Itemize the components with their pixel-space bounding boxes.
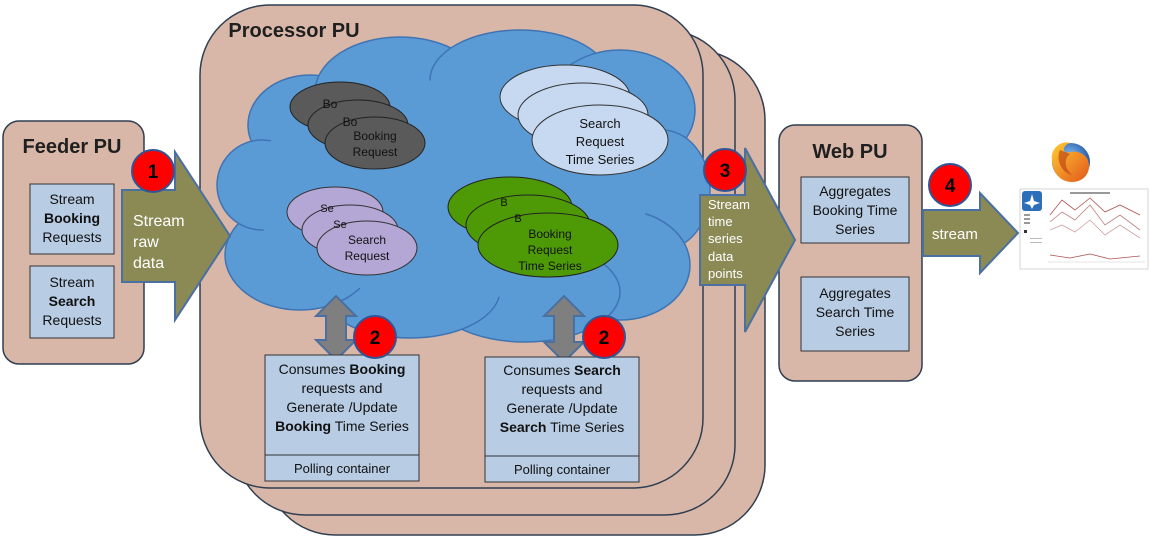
booking-stack-back-label: Bo (343, 115, 358, 129)
consumer-line: Time Series (546, 419, 625, 435)
badge-1-label: 1 (148, 162, 159, 183)
polling-booking-text: Polling container (265, 459, 419, 478)
box-line-bold: Search (48, 293, 96, 309)
badge-3: 3 (703, 148, 747, 192)
aggregates-line: Series (835, 323, 875, 339)
polling-container-booking (264, 454, 420, 482)
polling-search-text: Polling container (485, 460, 639, 479)
consumer-line: Consumes (278, 361, 350, 377)
search-stack-back-label: Se (333, 219, 346, 231)
booking-stack-back-label: Bo (323, 97, 338, 111)
arrow-stream-raw-data (121, 148, 232, 324)
polling-label: Polling container (513, 462, 611, 477)
badge-2-search-label: 2 (599, 328, 610, 349)
box-line: Requests (42, 229, 102, 245)
processor-pu: Processor PU Bo Bo Booking Request (199, 4, 766, 536)
arrow4-label: stream (932, 226, 978, 243)
stream-search-box (29, 265, 115, 339)
consumer-line: Consumes (503, 362, 575, 378)
box-line: Requests (42, 312, 102, 328)
badge-4-label: 4 (945, 176, 956, 197)
booking-stack-label: Request (353, 145, 398, 159)
consumer-line: requests and (521, 381, 603, 397)
chart-thumbnail (1019, 188, 1149, 270)
consume-booking-box (264, 354, 420, 456)
booking-ts-back-label: B (514, 213, 521, 225)
search-ts-label: Time Series (566, 152, 635, 167)
consumer-line: Generate /Update (286, 399, 398, 415)
booking-stack-label: Booking (353, 129, 396, 143)
arrow3-label-1: Stream (708, 197, 750, 212)
aggregates-search-box (800, 276, 910, 352)
arrow-stream-web (922, 190, 1020, 276)
consume-booking-text: Consumes Booking requests and Generate /… (265, 360, 419, 436)
aggregates-line: Booking Time (812, 202, 898, 218)
aggregates-line: Search Time (815, 304, 895, 320)
aggregates-booking-text: Aggregates Booking Time Series (801, 182, 909, 239)
booking-ts-label: Request (528, 243, 573, 257)
arrow1-label-3: data (133, 255, 164, 272)
booking-ts-label: Booking (528, 227, 571, 241)
badge-2-search: 2 (582, 315, 626, 359)
search-ts-label: Request (576, 134, 625, 149)
consume-search-box (484, 356, 640, 457)
aggregates-search-text: Aggregates Search Time Series (801, 284, 909, 341)
arrow3-label-4: data (708, 249, 734, 264)
booking-request-stack (289, 81, 426, 170)
consumer-line-bold: Booking (275, 418, 332, 434)
search-stack-back-label: Se (320, 203, 333, 215)
badge-1: 1 (131, 149, 175, 193)
firefox-icon (1051, 142, 1090, 182)
booking-timeseries-stack (447, 176, 619, 278)
arrow3-label-2: time (708, 214, 733, 229)
search-request-stack (286, 186, 418, 276)
booking-ts-back-label: B (500, 197, 507, 209)
consumer-line-bold: Search (574, 362, 621, 378)
box-line: Stream (49, 274, 95, 290)
box-line: Stream (49, 191, 95, 207)
consumer-line-bold: Booking (349, 361, 406, 377)
stream-search-text: Stream Search Requests (30, 273, 114, 330)
badge-2-booking-label: 2 (370, 328, 381, 349)
aggregates-booking-box (800, 176, 910, 244)
data-grid-cloud (216, 29, 711, 343)
feeder-pu: Feeder PU (2, 120, 145, 365)
web-pu: Web PU (778, 124, 923, 382)
consumer-line: Time Series (331, 418, 409, 434)
search-stack-label: Search (348, 233, 386, 247)
search-timeseries-stack (499, 64, 669, 176)
processor-pu-title: Processor PU (228, 20, 359, 42)
box-line-bold: Booking (44, 210, 100, 226)
arrow1-label-2: raw (133, 234, 159, 251)
arrow-stream-timeseries (699, 147, 797, 333)
aggregates-line: Aggregates (819, 183, 891, 199)
consumer-line: Generate /Update (506, 400, 618, 416)
badge-3-label: 3 (720, 161, 731, 182)
polling-container-search (484, 455, 640, 483)
aggregates-line: Aggregates (819, 285, 891, 301)
consume-search-text: Consumes Search requests and Generate /U… (485, 361, 639, 437)
badge-4: 4 (928, 163, 972, 207)
polling-label: Polling container (293, 461, 391, 476)
search-stack-label: Request (345, 249, 390, 263)
search-ts-label: Search (579, 116, 620, 131)
web-pu-title: Web PU (812, 141, 887, 163)
booking-ts-label: Time Series (518, 259, 582, 273)
arrow3-label-5: points (708, 266, 743, 281)
stream-booking-box (29, 183, 115, 255)
aggregates-line: Series (835, 221, 875, 237)
feeder-pu-title: Feeder PU (23, 136, 122, 158)
badge-2-booking: 2 (353, 315, 397, 359)
consumer-line-bold: Search (499, 419, 547, 435)
arrow1-label-1: Stream (133, 213, 185, 230)
consumer-line: requests and (301, 380, 383, 396)
arrow3-label-3: series (708, 231, 743, 246)
stream-booking-text: Stream Booking Requests (30, 190, 114, 247)
